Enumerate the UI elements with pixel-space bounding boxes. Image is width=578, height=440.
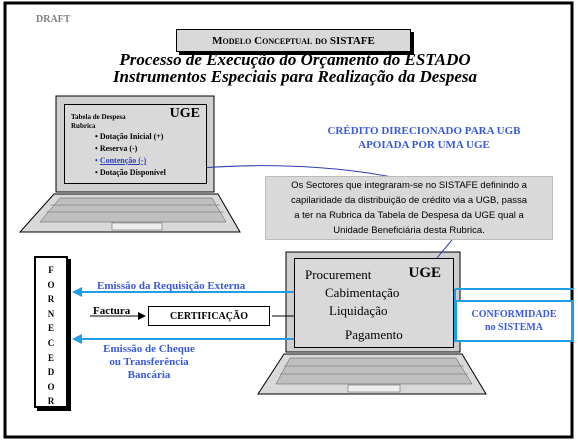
containment-item-label: Contenção (-): [99, 156, 147, 165]
fornecedor-letter: N: [47, 308, 55, 319]
title-line-2: Instrumentos Especiais para Realização d…: [112, 67, 478, 86]
list-item: Dotação Disponível: [95, 167, 166, 179]
list-item: Contenção (-): [95, 155, 166, 167]
fornecedor-letter: O: [47, 381, 55, 392]
ugb-heading-line-1: CRÉDITO DIRECIONADO PARA UGB: [327, 125, 521, 137]
budget-table-screen: Tabela de Despesa Rubrica UGE Dotação In…: [64, 104, 207, 184]
list-item: Reserva (-): [95, 143, 166, 155]
procurement-step: Procurement: [305, 267, 372, 282]
conformidade-box: CONFORMIDADE no SISTEMA: [455, 300, 573, 342]
page-title: Processo de Execução do Orçamento do EST…: [60, 51, 530, 85]
liquidacao-step: Liquidação: [329, 303, 388, 318]
conformidade-line-2: no SISTEMA: [484, 322, 544, 333]
uge-label-2: UGE: [408, 265, 441, 281]
budget-table-title-2: Rubrica: [71, 122, 96, 130]
note-line-2: capilaridade da distribuição de crédito …: [290, 195, 528, 206]
budget-table-title-1: Tabela de Despesa: [71, 113, 126, 121]
list-item: Dotação Inicial (+): [95, 131, 166, 143]
fornecedor-letter: O: [47, 279, 55, 290]
fornecedor-letter: D: [47, 367, 55, 378]
cabimentacao-step: Cabimentação: [325, 285, 400, 300]
pagamento-label-line-1: Emissão de Cheque: [103, 343, 195, 355]
fornecedor-letter: R: [47, 294, 55, 305]
ugb-heading-line-2: APOIADA POR UMA UGE: [358, 139, 490, 151]
fornecedor-letter: C: [47, 337, 55, 348]
pagamento-step: Pagamento: [345, 327, 403, 342]
uge-process-screen: Procurement UGE Cabimentação Liquidação …: [294, 258, 454, 348]
budget-items-list: Dotação Inicial (+) Reserva (-) Contençã…: [95, 131, 166, 179]
pagamento-label: Emissão de Cheque ou Transferência Bancá…: [94, 343, 204, 382]
note-line-4: Unidade Beneficiária desta Rubrica.: [333, 225, 485, 236]
fornecedor-box: F O R N E C E D O R: [34, 256, 68, 408]
ugb-heading: CRÉDITO DIRECIONADO PARA UGB APOIADA POR…: [306, 124, 542, 152]
uge-label-1: UGE: [169, 106, 200, 121]
draft-label: DRAFT: [36, 14, 71, 25]
model-banner: Modelo Conceptual do SISTAFE: [176, 29, 411, 52]
pagamento-label-line-2: ou Transferência: [109, 356, 189, 368]
pagamento-label-line-3: Bancária: [127, 369, 171, 381]
note-line-1: Os Sectores que integraram-se no SISTAFE…: [291, 180, 527, 191]
explanatory-note: Os Sectores que integraram-se no SISTAFE…: [265, 176, 553, 240]
fornecedor-letter: E: [47, 352, 54, 363]
fornecedor-letter: R: [47, 396, 55, 407]
certificacao-box: CERTIFICAÇÃO: [148, 306, 270, 326]
conformidade-line-1: CONFORMIDADE: [471, 309, 557, 320]
requisicao-label: Emissão da Requisição Externa: [97, 280, 246, 292]
fornecedor-letter: F: [48, 265, 54, 275]
fornecedor-letter: E: [47, 323, 54, 334]
factura-label: Factura: [93, 305, 131, 317]
budget-table-title: Tabela de Despesa Rubrica: [71, 113, 126, 131]
title-line-1: Processo de Execução do Orçamento do EST…: [119, 50, 471, 69]
note-line-3: a ter na Rubrica da Tabela de Despesa da…: [294, 210, 524, 221]
